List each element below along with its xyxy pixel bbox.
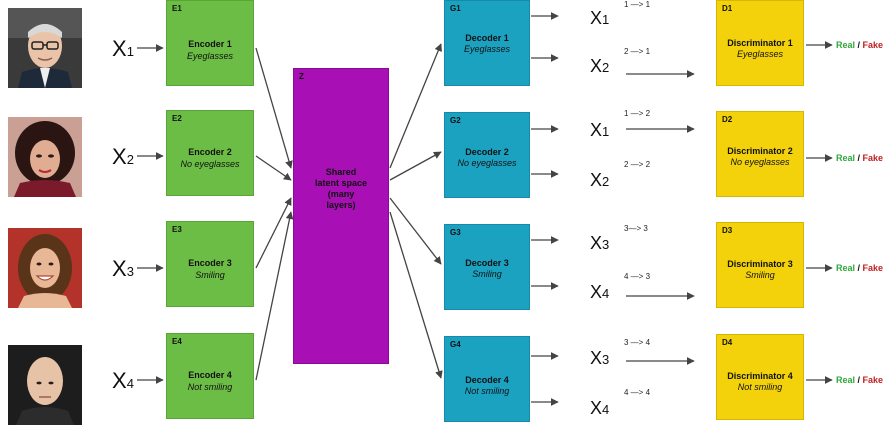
encoder-2-tag: E2 [172,114,182,123]
arrow-z-g2 [389,151,442,181]
encoder-1-tag: E1 [172,4,182,13]
photo-x1 [8,8,82,88]
decoder-4-tag: G4 [450,340,461,349]
arrow-e3-z [255,197,292,269]
photo-x4 [8,345,82,425]
decoder-4-attr: Not smiling [464,386,510,396]
path-label-4-to-4: 4 —> 4 [624,388,651,397]
output-label-g4-x3: X3 [590,348,610,368]
encoder-3-name: Encoder 3 [188,258,232,268]
verdict-d1: Real / Fake [836,40,884,50]
output-label-g2-x2: X2 [590,170,610,190]
decoder-3: G3 Decoder 3 Smiling [444,224,530,310]
encoder-4: E4 Encoder 4 Not smiling [166,333,254,419]
discriminator-3-name: Discriminator 3 [727,259,793,269]
encoder-1: E1 Encoder 1 Eyeglasses [166,0,254,86]
encoder-2: E2 Encoder 2 No eyeglasses [166,110,254,196]
input-label-x3: X3 [112,256,134,281]
decoder-2-attr: No eyeglasses [457,158,517,168]
arrow-e2-z [255,155,292,181]
photo-x3 [8,228,82,308]
discriminator-1-attr: Eyeglasses [736,49,784,59]
encoder-4-tag: E4 [172,337,182,346]
discriminator-2-attr: No eyeglasses [730,157,790,167]
discriminator-3-tag: D3 [722,226,733,235]
output-label-g3-x4: X4 [590,282,610,302]
decoder-3-name: Decoder 3 [465,258,509,268]
latent-tag: Z [299,72,304,81]
path-label-3-to-3: 3—> 3 [624,224,648,233]
arrow-z-g3 [389,197,442,265]
discriminator-3-attr: Smiling [745,270,775,280]
output-label-g3-x3: X3 [590,233,610,253]
encoder-1-attr: Eyeglasses [186,51,234,61]
input-label-x1: X1 [112,36,134,61]
output-label-g1-x1: X1 [590,8,610,28]
arrow-z-g1 [389,43,442,169]
decoder-1: G1 Decoder 1 Eyeglasses [444,0,530,86]
decoder-1-attr: Eyeglasses [463,44,511,54]
discriminator-4-attr: Not smiling [737,382,783,392]
path-label-2-to-2: 2 —> 2 [624,160,651,169]
path-label-3-to-4: 3 —> 4 [624,338,651,347]
decoder-1-tag: G1 [450,4,461,13]
discriminator-2: D2 Discriminator 2 No eyeglasses [716,111,804,197]
decoder-3-tag: G3 [450,228,461,237]
encoder-3-tag: E3 [172,225,182,234]
path-label-4-to-3: 4 —> 3 [624,272,651,281]
verdict-d2: Real / Fake [836,153,884,163]
discriminator-1-name: Discriminator 1 [727,38,793,48]
decoder-4: G4 Decoder 4 Not smiling [444,336,530,422]
output-label-g1-x2: X2 [590,56,610,76]
encoder-2-attr: No eyeglasses [180,159,240,169]
encoder-3: E3 Encoder 3 Smiling [166,221,254,307]
encoder-4-attr: Not smiling [187,382,233,392]
discriminator-2-name: Discriminator 2 [727,146,793,156]
input-label-x4: X4 [112,368,134,393]
path-label-1-to-2: 1 —> 2 [624,109,651,118]
decoder-2-name: Decoder 2 [465,147,509,157]
discriminator-4-tag: D4 [722,338,733,347]
verdict-d4: Real / Fake [836,375,884,385]
input-label-x2: X2 [112,144,134,169]
decoder-2-tag: G2 [450,116,461,125]
encoder-4-name: Encoder 4 [188,370,232,380]
discriminator-4-name: Discriminator 4 [727,371,793,381]
path-label-1-to-1: 1 —> 1 [624,0,651,9]
output-label-g2-x1: X1 [590,120,610,140]
discriminator-3: D3 Discriminator 3 Smiling [716,222,804,308]
encoder-2-name: Encoder 2 [188,147,232,157]
verdict-d3: Real / Fake [836,263,884,273]
discriminator-1-tag: D1 [722,4,733,13]
decoder-4-name: Decoder 4 [465,375,509,385]
photo-x2 [8,117,82,197]
latent-name: Shared latent space (many layers) [314,167,368,210]
discriminator-1: D1 Discriminator 1 Eyeglasses [716,0,804,86]
encoder-3-attr: Smiling [195,270,225,280]
path-label-2-to-1: 2 —> 1 [624,47,651,56]
decoder-3-attr: Smiling [472,269,502,279]
discriminator-2-tag: D2 [722,115,733,124]
arrow-e4-z [255,211,294,381]
decoder-2: G2 Decoder 2 No eyeglasses [444,112,530,198]
decoder-1-name: Decoder 1 [465,33,509,43]
shared-latent-space: Z Shared latent space (many layers) [293,68,389,364]
encoder-1-name: Encoder 1 [188,39,232,49]
discriminator-4: D4 Discriminator 4 Not smiling [716,334,804,420]
arrow-z-g4 [389,211,443,379]
output-label-g4-x4: X4 [590,398,610,418]
arrow-e1-z [255,47,293,169]
